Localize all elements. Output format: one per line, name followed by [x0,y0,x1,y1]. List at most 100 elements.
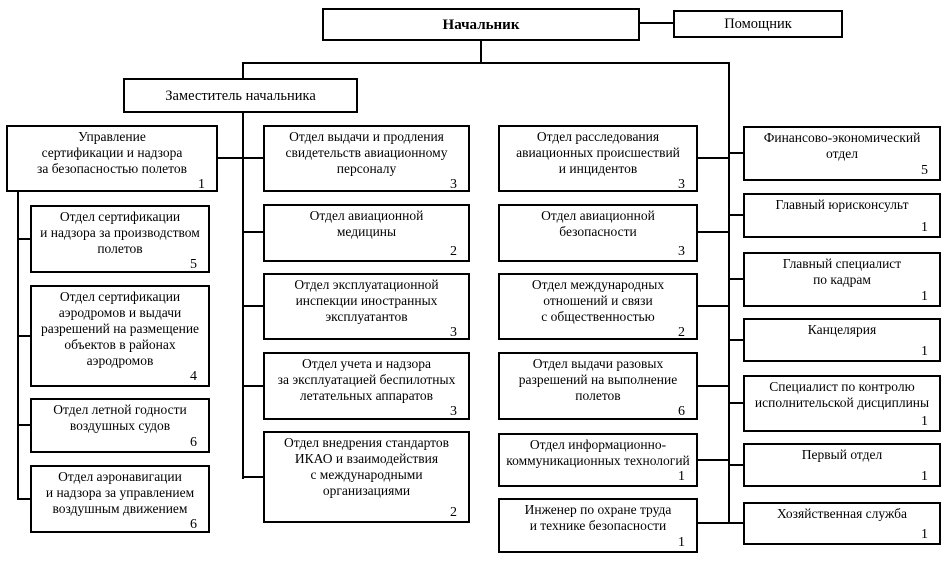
unit-label: Отдел сертификации и надзора за производ… [40,209,200,256]
aerodrome-certification-dept-box: Отдел сертификации аэродромов и выдачи р… [30,285,210,387]
hr-chief-specialist-box: Главный специалист по кадрам 1 [743,252,941,307]
connector-line [17,424,30,426]
connector-line [698,157,730,159]
aviation-security-dept-box: Отдел авиационной безопасности 3 [498,204,698,262]
staff-count: 1 [921,289,928,304]
unit-label: Инженер по охране труда и технике безопа… [524,502,672,533]
connector-line [480,40,482,64]
connector-line [728,464,743,466]
connector-line [728,214,743,216]
connector-line [242,62,730,64]
foreign-operators-inspection-dept-box: Отдел эксплуатационной инспекции иностра… [263,273,470,340]
staff-count: 1 [921,527,928,542]
staff-count: 4 [190,369,197,384]
staff-count: 3 [678,177,685,192]
aviation-medicine-dept-box: Отдел авиационной медицины 2 [263,204,470,262]
unit-label: Канцелярия [807,322,877,337]
staff-count: 6 [190,517,197,532]
staff-count: 2 [678,325,685,340]
certification-oversight-directorate-box: Управление сертификации и надзора за без… [6,125,218,192]
staff-count: 2 [450,505,457,520]
unit-label: Отдел выдачи и продления свидетельств ав… [285,129,448,176]
staff-count: 1 [678,535,685,550]
staff-count: 6 [678,404,685,419]
staff-count: 1 [921,220,928,235]
finance-economics-dept-box: Финансово-экономический отдел 5 [743,126,941,181]
unit-label: Отдел расследования авиационных происшес… [516,129,680,176]
chief-box: Начальник [322,8,640,41]
discipline-control-specialist-box: Специалист по контролю исполнительской д… [743,375,941,432]
connector-line [17,238,30,240]
deputy-label: Заместитель начальника [165,87,316,104]
connector-line [698,385,730,387]
connector-line [640,22,673,24]
connector-line [242,62,244,78]
unit-label: Главный юрисконсульт [775,197,909,212]
staff-count: 1 [198,177,205,192]
unit-label: Отдел учета и надзора за эксплуатацией б… [277,356,456,403]
assistant-box: Помощник [673,10,843,38]
connector-line [698,305,730,307]
personnel-licensing-dept-box: Отдел выдачи и продления свидетельств ав… [263,125,470,192]
unit-label: Отдел международных отношений и связи с … [531,277,665,324]
connector-line [17,498,30,500]
connector-line [728,278,743,280]
unit-label: Отдел аэронавигации и надзора за управле… [45,469,195,516]
unit-label: Отдел эксплуатационной инспекции иностра… [294,277,439,324]
staff-count: 5 [190,257,197,272]
connector-line [242,385,263,387]
ict-dept-box: Отдел информационно- коммуникационных те… [498,433,698,487]
staff-count: 2 [450,244,457,259]
unit-label: Отдел авиационной безопасности [541,208,655,239]
icao-standards-dept-box: Отдел внедрения стандартов ИКАО и взаимо… [263,431,470,523]
unit-label: Финансово-экономический отдел [763,130,921,161]
staff-count: 3 [450,177,457,192]
staff-count: 6 [190,435,197,450]
flight-operations-certification-dept-box: Отдел сертификации и надзора за производ… [30,205,210,273]
connector-line [242,476,263,478]
unit-label: Главный специалист по кадрам [782,256,902,287]
connector-line [242,231,263,233]
connector-trunk-right [728,62,730,524]
unit-label: Специалист по контролю исполнительской д… [754,379,930,410]
staff-count: 1 [921,414,928,429]
unit-label: Управление сертификации и надзора за без… [37,129,187,176]
chief-legal-counsel-box: Главный юрисконсульт 1 [743,193,941,238]
connector-line [218,157,244,159]
unit-label: Отдел сертификации аэродромов и выдачи р… [40,289,200,368]
staff-count: 3 [678,244,685,259]
deputy-box: Заместитель начальника [123,78,358,113]
connector-line [698,459,730,461]
unit-label: Отдел информационно- коммуникационных те… [506,437,690,468]
first-dept-box: Первый отдел 1 [743,443,941,487]
connector-line [728,339,743,341]
staff-count: 3 [450,404,457,419]
unit-label: Отдел внедрения стандартов ИКАО и взаимо… [283,435,450,498]
staff-count: 1 [678,469,685,484]
accident-investigation-dept-box: Отдел расследования авиационных происшес… [498,125,698,192]
uav-oversight-dept-box: Отдел учета и надзора за эксплуатацией б… [263,352,470,420]
facilities-service-box: Хозяйственная служба 1 [743,502,941,545]
unit-label: Хозяйственная служба [777,506,907,521]
airworthiness-dept-box: Отдел летной годности воздушных судов 6 [30,398,210,453]
connector-line [698,231,730,233]
staff-count: 5 [921,163,928,178]
connector-trunk-center [242,113,244,479]
unit-label: Первый отдел [801,447,883,462]
labor-safety-engineer-box: Инженер по охране труда и технике безопа… [498,498,698,553]
assistant-label: Помощник [724,16,792,32]
flight-permits-dept-box: Отдел выдачи разовых разрешений на выпол… [498,352,698,420]
connector-line [728,152,743,154]
air-navigation-dept-box: Отдел аэронавигации и надзора за управле… [30,465,210,533]
unit-label: Отдел авиационной медицины [309,208,424,239]
connector-trunk-left [17,192,19,500]
staff-count: 3 [450,325,457,340]
chancellery-box: Канцелярия 1 [743,318,941,362]
international-relations-dept-box: Отдел международных отношений и связи с … [498,273,698,340]
unit-label: Отдел выдачи разовых разрешений на выпол… [518,356,678,403]
connector-line [17,335,30,337]
chief-label: Начальник [442,16,520,33]
connector-line [242,305,263,307]
connector-line [728,522,743,524]
